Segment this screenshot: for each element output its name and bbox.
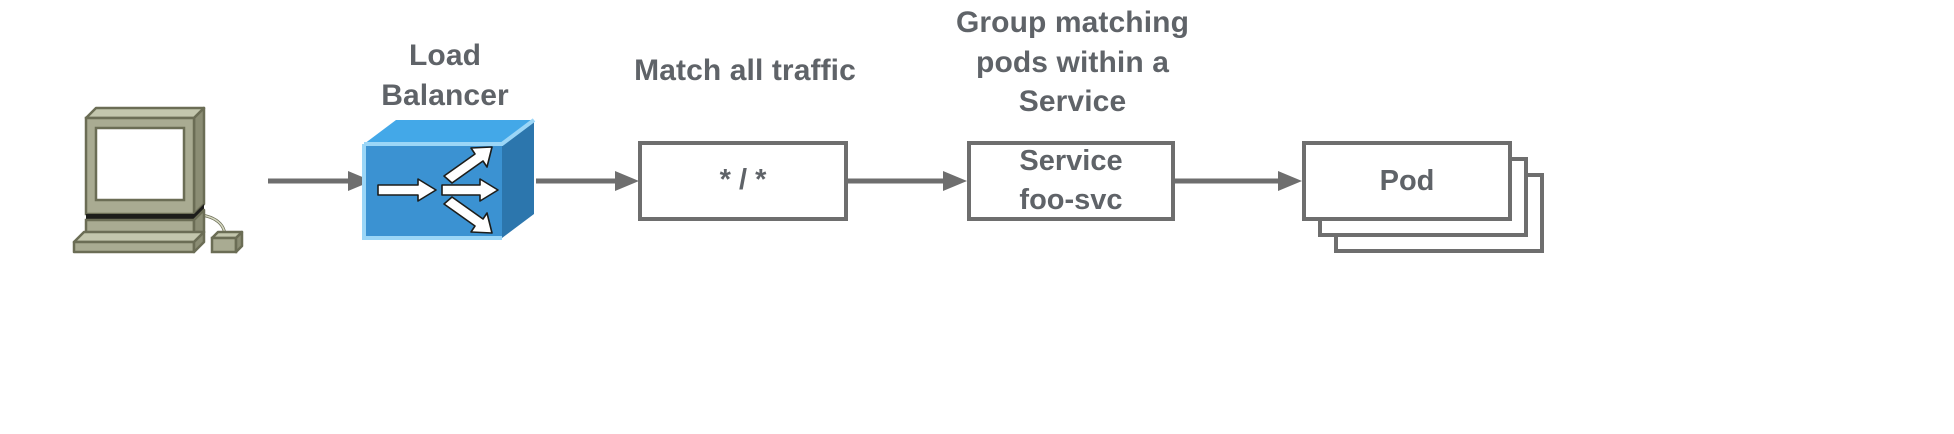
service-caption: Group matching pods within a Service (955, 6, 1190, 119)
connector-load-balancer-to-match-rule (536, 168, 640, 194)
match-rule-caption: Match all traffic (634, 54, 856, 87)
connector-client-to-load-balancer (268, 168, 373, 194)
service-box[interactable]: Service foo-svc (967, 141, 1175, 221)
pod-stack: Pod (1302, 141, 1547, 256)
load-balancer-caption: Load Balancer (381, 39, 509, 112)
pod-layer-front[interactable]: Pod (1302, 141, 1512, 221)
connector-service-to-pods (1175, 168, 1303, 194)
load-balancer-icon (362, 118, 542, 250)
connector-match-rule-to-service (848, 168, 968, 194)
match-rule-box[interactable]: * / * (638, 141, 848, 221)
client-computer-icon (52, 104, 244, 264)
